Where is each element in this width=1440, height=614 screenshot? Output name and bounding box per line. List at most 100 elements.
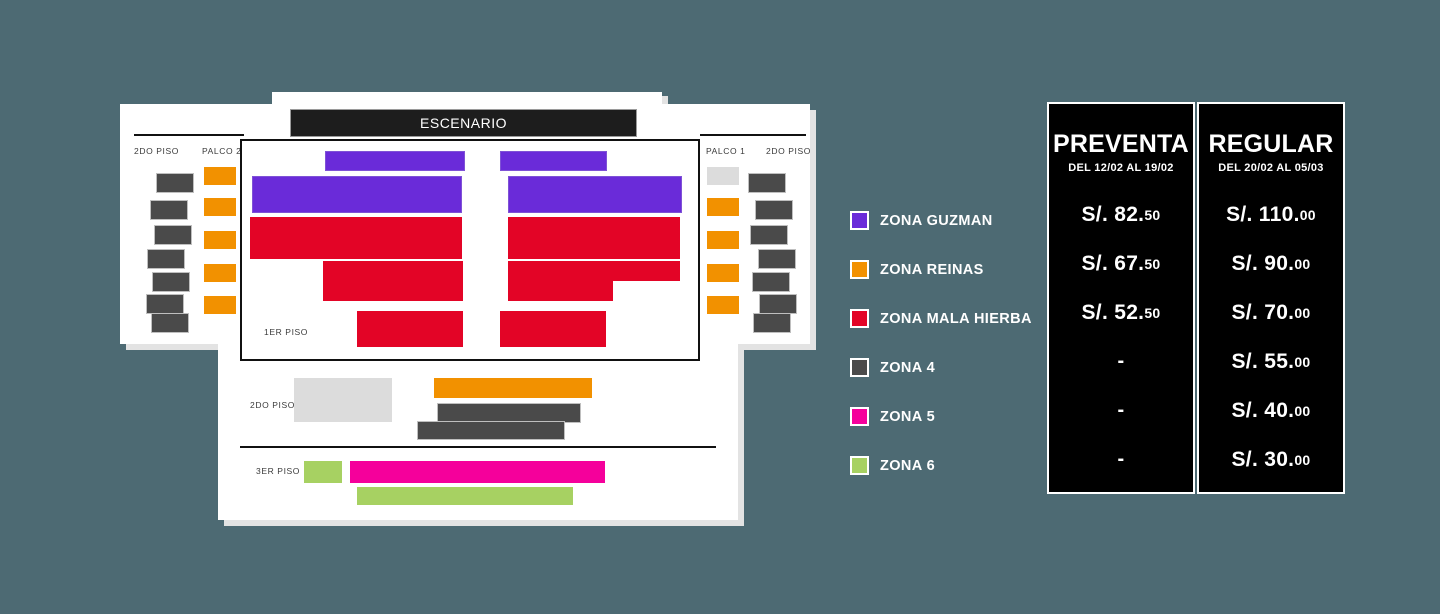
price-cents: 50 <box>1144 304 1161 321</box>
box-block-palco-2[interactable] <box>204 167 236 185</box>
label-right-2do-piso: 2DO PISO <box>766 146 811 156</box>
price-cell: - <box>1049 386 1193 435</box>
price-column-title: REGULAR <box>1208 130 1334 158</box>
price-cents: 00 <box>1294 402 1311 419</box>
seat-block-right-balcony[interactable] <box>752 272 790 292</box>
legend-item-label: ZONA MALA HIERBA <box>880 310 1032 327</box>
seat-block-right-balcony[interactable] <box>759 294 797 314</box>
seat-block-right-balcony[interactable] <box>750 225 788 245</box>
price-cell: S/. 90.00 <box>1199 239 1343 288</box>
box-block-palco-1[interactable] <box>707 264 739 282</box>
price-column-regular: REGULAR DEL 20/02 AL 05/03 S/. 110.00 S/… <box>1197 102 1345 494</box>
price-whole: S/. 67. <box>1081 251 1145 275</box>
zone-mala-hierba-block-left-upper[interactable] <box>250 217 462 259</box>
price-column-header: PREVENTA DEL 12/02 AL 19/02 <box>1053 104 1189 175</box>
legend-item[interactable]: ZONA GUZMAN <box>850 196 1050 245</box>
price-cents: 00 <box>1299 206 1316 223</box>
box-block-palco-2[interactable] <box>204 198 236 216</box>
seat-block-right-balcony[interactable] <box>755 200 793 220</box>
price-whole: - <box>1117 399 1125 421</box>
price-cell: S/. 70.00 <box>1199 288 1343 337</box>
zone-6-block-side[interactable] <box>304 461 342 483</box>
seat-block-left-balcony[interactable] <box>152 272 190 292</box>
seat-block-left-balcony[interactable] <box>154 225 192 245</box>
price-column-preventa: PREVENTA DEL 12/02 AL 19/02 S/. 82.50 S/… <box>1047 102 1195 494</box>
price-whole: S/. 82. <box>1081 202 1145 226</box>
zone-mala-hierba-block-right-rear[interactable] <box>500 311 606 347</box>
zone-guzman-block-right-front[interactable] <box>500 151 607 171</box>
zone-guzman-block-left-front[interactable] <box>325 151 465 171</box>
seat-block-left-balcony[interactable] <box>147 249 185 269</box>
zone-color-swatch-icon <box>850 407 869 426</box>
price-cents: 00 <box>1294 451 1311 468</box>
third-floor-divider <box>240 446 716 448</box>
legend-item-label: ZONA 6 <box>880 457 936 474</box>
zone-mala-hierba-block-left-rear[interactable] <box>357 311 463 347</box>
seat-block-right-balcony[interactable] <box>758 249 796 269</box>
box-block-palco-2[interactable] <box>204 264 236 282</box>
label-palco-2: PALCO 2 <box>202 146 242 156</box>
price-cell: S/. 67.50 <box>1049 239 1193 288</box>
label-1er-piso: 1ER PISO <box>264 327 309 337</box>
price-whole: S/. 110. <box>1226 202 1300 226</box>
price-whole: S/. 30. <box>1231 447 1295 471</box>
seat-block-left-balcony[interactable] <box>156 173 194 193</box>
legend-item-label: ZONA GUZMAN <box>880 212 993 229</box>
price-cell: S/. 82.50 <box>1049 190 1193 239</box>
seat-block-2do-piso-disabled[interactable] <box>294 378 392 422</box>
price-whole: S/. 90. <box>1231 251 1295 275</box>
price-cents: 00 <box>1294 304 1311 321</box>
seat-block-left-balcony[interactable] <box>150 200 188 220</box>
price-cents: 00 <box>1294 255 1311 272</box>
price-cell: - <box>1049 435 1193 484</box>
zone-mala-hierba-block-left-mid[interactable] <box>323 261 463 301</box>
legend-item-label: ZONA 4 <box>880 359 936 376</box>
price-column-title: PREVENTA <box>1053 130 1189 158</box>
box-block-palco-1-disabled[interactable] <box>707 167 739 185</box>
seat-block-right-balcony[interactable] <box>748 173 786 193</box>
price-whole: S/. 52. <box>1081 300 1145 324</box>
zone-mala-hierba-block-right-upper[interactable] <box>508 217 680 259</box>
price-cell: S/. 52.50 <box>1049 288 1193 337</box>
box-block-palco-1[interactable] <box>707 198 739 216</box>
legend-item-label: ZONA REINAS <box>880 261 984 278</box>
box-block-palco-2[interactable] <box>204 296 236 314</box>
box-block-palco-1[interactable] <box>707 296 739 314</box>
seat-block-right-balcony[interactable] <box>753 313 791 333</box>
legend-item[interactable]: ZONA MALA HIERBA <box>850 294 1050 343</box>
price-whole: - <box>1117 350 1125 372</box>
price-column-dates: DEL 20/02 AL 05/03 <box>1218 162 1324 174</box>
zone-color-swatch-icon <box>850 358 869 377</box>
price-cell: - <box>1049 337 1193 386</box>
legend-item-label: ZONA 5 <box>880 408 936 425</box>
seat-block-left-balcony[interactable] <box>146 294 184 314</box>
legend-item[interactable]: ZONA 6 <box>850 441 1050 490</box>
box-block-palco-1[interactable] <box>707 231 739 249</box>
zone-guzman-block-left-main[interactable] <box>252 176 462 213</box>
seat-block-left-balcony[interactable] <box>151 313 189 333</box>
label-left-2do-piso: 2DO PISO <box>134 146 179 156</box>
zone-6-block-3er-piso[interactable] <box>357 487 573 505</box>
price-cents: 00 <box>1294 353 1311 370</box>
right-balcony-divider <box>700 134 806 136</box>
price-table: PREVENTA DEL 12/02 AL 19/02 S/. 82.50 S/… <box>1047 102 1345 494</box>
legend-item[interactable]: ZONA 4 <box>850 343 1050 392</box>
zone-4-block-2do-piso-upper[interactable] <box>437 403 581 423</box>
price-cents: 50 <box>1144 255 1161 272</box>
zone-mala-hierba-block-right-mid-top[interactable] <box>508 261 680 281</box>
zone-4-block-2do-piso-lower[interactable] <box>417 421 565 440</box>
zone-mala-hierba-block-right-mid-bottom[interactable] <box>508 281 613 301</box>
price-cents: 50 <box>1144 206 1161 223</box>
label-palco-1: PALCO 1 <box>706 146 746 156</box>
price-whole: S/. 40. <box>1231 398 1295 422</box>
legend-item[interactable]: ZONA 5 <box>850 392 1050 441</box>
zone-reinas-block-2do-piso[interactable] <box>434 378 592 398</box>
price-cell: S/. 55.00 <box>1199 337 1343 386</box>
price-list: S/. 82.50 S/. 67.50 S/. 52.50 - - - <box>1049 190 1193 484</box>
zone-guzman-block-right-main[interactable] <box>508 176 682 213</box>
legend-item[interactable]: ZONA REINAS <box>850 245 1050 294</box>
zone-legend: ZONA GUZMAN ZONA REINAS ZONA MALA HIERBA… <box>850 196 1050 490</box>
price-column-dates: DEL 12/02 AL 19/02 <box>1068 162 1174 174</box>
box-block-palco-2[interactable] <box>204 231 236 249</box>
zone-5-block-3er-piso[interactable] <box>350 461 605 483</box>
